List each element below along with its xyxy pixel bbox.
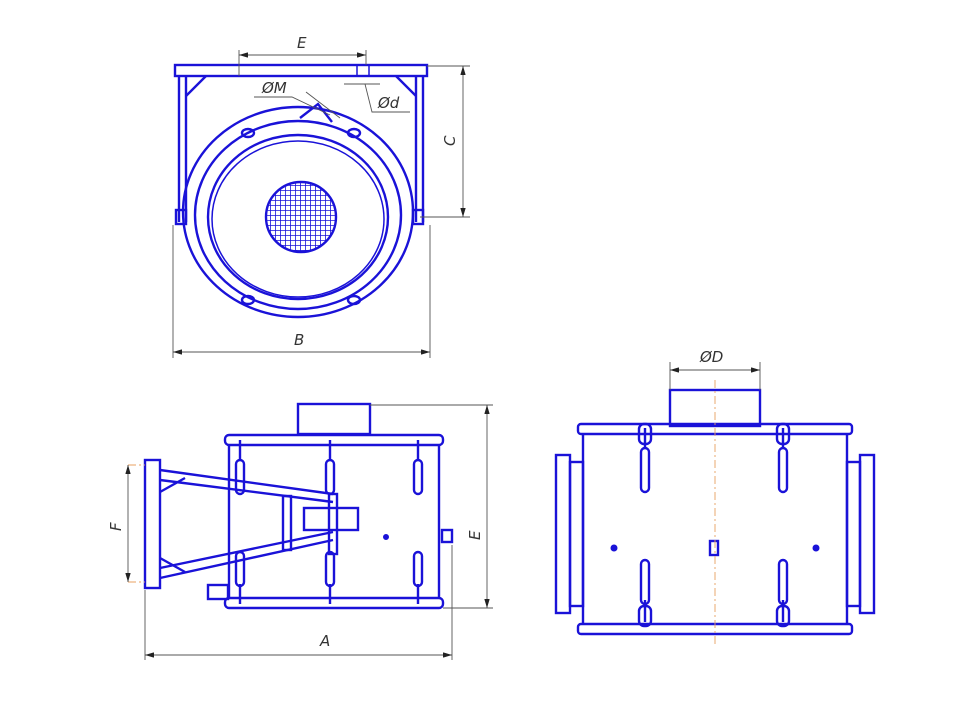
dim-label-E-top: E [297,34,307,52]
dim-label-B: B [294,331,304,349]
dim-label-E-side: E [466,530,484,540]
dim-label-C: C [441,135,459,146]
dim-label-F: F [107,522,125,531]
top-view: E ØM Ød C B [172,34,470,358]
dim-label-M: ØM [261,79,287,97]
front-view: ØD [554,348,876,645]
mesh-grille [264,180,338,254]
dim-label-A: A [319,632,330,650]
dim-label-D: ØD [699,348,723,366]
side-view: F E A [107,402,493,660]
dim-label-d: Ød [377,94,400,112]
